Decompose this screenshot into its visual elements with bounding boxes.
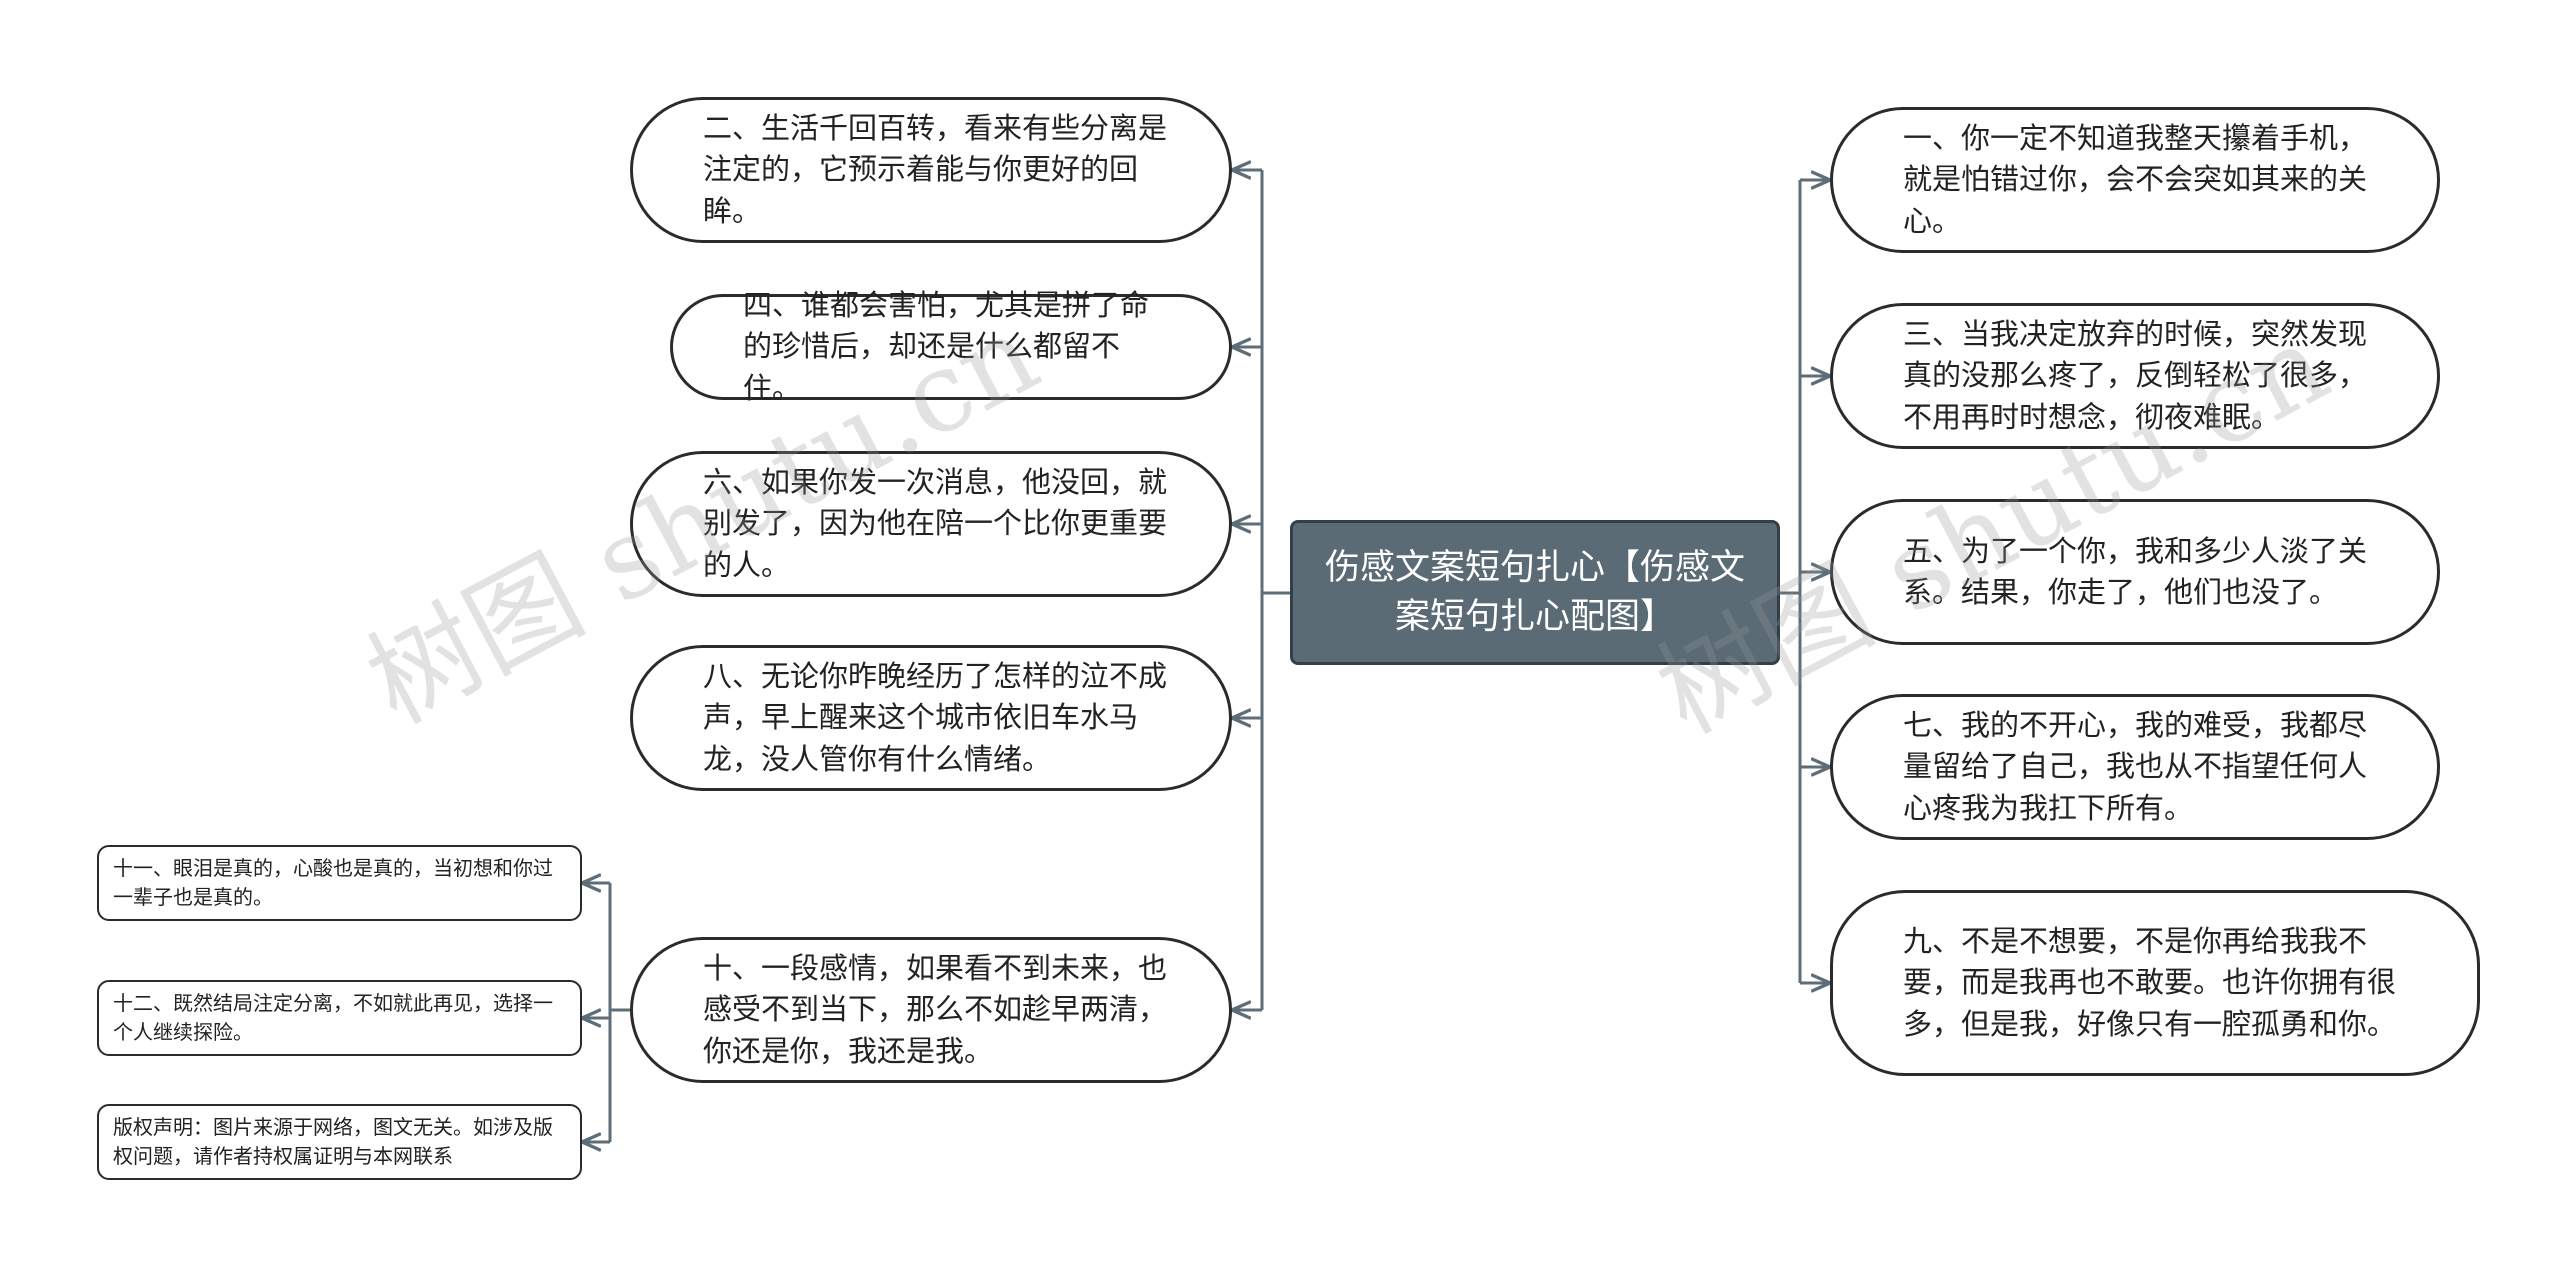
sub-trunk-line xyxy=(608,883,630,1142)
left-node-text: 四、谁都会害怕，尤其是拼了命的珍惜后，却还是什么都留不住。 xyxy=(743,288,1150,405)
left-node-text: 十、一段感情，如果看不到未来，也感受不到当下，那么不如趁早两清，你还是你，我还是… xyxy=(703,951,1168,1068)
copyright-node[interactable]: 版权声明：图片来源于网络，图文无关。如涉及版权问题，请作者持权属证明与本网联系 xyxy=(97,1104,582,1180)
right-node-1[interactable]: 一、你一定不知道我整天攥着手机，就是怕错过你，会不会突如其来的关心。 xyxy=(1830,107,2440,253)
right-trunk-line xyxy=(1780,180,1802,983)
left-node-4[interactable]: 四、谁都会害怕，尤其是拼了命的珍惜后，却还是什么都留不住。 xyxy=(670,288,1232,405)
root-title: 伤感文案短句扎心【伤感文案短句扎心配图】 xyxy=(1324,547,1745,637)
right-node-text: 三、当我决定放弃的时候，突然发现真的没那么疼了，反倒轻松了很多，不用再时时想念，… xyxy=(1903,317,2368,434)
left-node-2[interactable]: 二、生活千回百转，看来有些分离是注定的，它预示着能与你更好的回眸。 xyxy=(630,97,1232,243)
left-node-10[interactable]: 十、一段感情，如果看不到未来，也感受不到当下，那么不如趁早两清，你还是你，我还是… xyxy=(630,937,1232,1083)
right-node-5[interactable]: 五、为了一个你，我和多少人淡了关系。结果，你走了，他们也没了。 xyxy=(1830,499,2440,645)
root-node[interactable]: 伤感文案短句扎心【伤感文案短句扎心配图】 xyxy=(1290,520,1780,665)
sub-node-text: 十二、既然结局注定分离，不如就此再见，选择一个人继续探险。 xyxy=(113,991,553,1044)
sub-node-11[interactable]: 十一、眼泪是真的，心酸也是真的，当初想和你过一辈子也是真的。 xyxy=(97,845,582,921)
right-node-text: 七、我的不开心，我的难受，我都尽量留给了自己，我也从不指望任何人心疼我为我扛下所… xyxy=(1903,708,2368,825)
right-node-text: 五、为了一个你，我和多少人淡了关系。结果，你走了，他们也没了。 xyxy=(1903,533,2368,609)
left-node-text: 八、无论你昨晚经历了怎样的泣不成声，早上醒来这个城市依旧车水马龙，没人管你有什么… xyxy=(703,659,1168,776)
left-node-text: 二、生活千回百转，看来有些分离是注定的，它预示着能与你更好的回眸。 xyxy=(703,111,1168,228)
sub-node-text: 十一、眼泪是真的，心酸也是真的，当初想和你过一辈子也是真的。 xyxy=(113,856,553,909)
left-trunk-line xyxy=(1260,170,1290,1010)
right-node-text: 九、不是不想要，不是你再给我我不要，而是我再也不敢要。也许你拥有很多，但是我，好… xyxy=(1903,924,2397,1041)
right-node-7[interactable]: 七、我的不开心，我的难受，我都尽量留给了自己，我也从不指望任何人心疼我为我扛下所… xyxy=(1830,694,2440,840)
left-node-8[interactable]: 八、无论你昨晚经历了怎样的泣不成声，早上醒来这个城市依旧车水马龙，没人管你有什么… xyxy=(630,645,1232,791)
copyright-text: 版权声明：图片来源于网络，图文无关。如涉及版权问题，请作者持权属证明与本网联系 xyxy=(113,1115,553,1168)
left-node-text: 六、如果你发一次消息，他没回，就别发了，因为他在陪一个比你更重要的人。 xyxy=(703,465,1168,582)
right-node-text: 一、你一定不知道我整天攥着手机，就是怕错过你，会不会突如其来的关心。 xyxy=(1903,121,2368,238)
right-node-3[interactable]: 三、当我决定放弃的时候，突然发现真的没那么疼了，反倒轻松了很多，不用再时时想念，… xyxy=(1830,303,2440,449)
left-node-6[interactable]: 六、如果你发一次消息，他没回，就别发了，因为他在陪一个比你更重要的人。 xyxy=(630,451,1232,597)
right-node-9[interactable]: 九、不是不想要，不是你再给我我不要，而是我再也不敢要。也许你拥有很多，但是我，好… xyxy=(1830,890,2480,1076)
sub-node-12[interactable]: 十二、既然结局注定分离，不如就此再见，选择一个人继续探险。 xyxy=(97,980,582,1056)
